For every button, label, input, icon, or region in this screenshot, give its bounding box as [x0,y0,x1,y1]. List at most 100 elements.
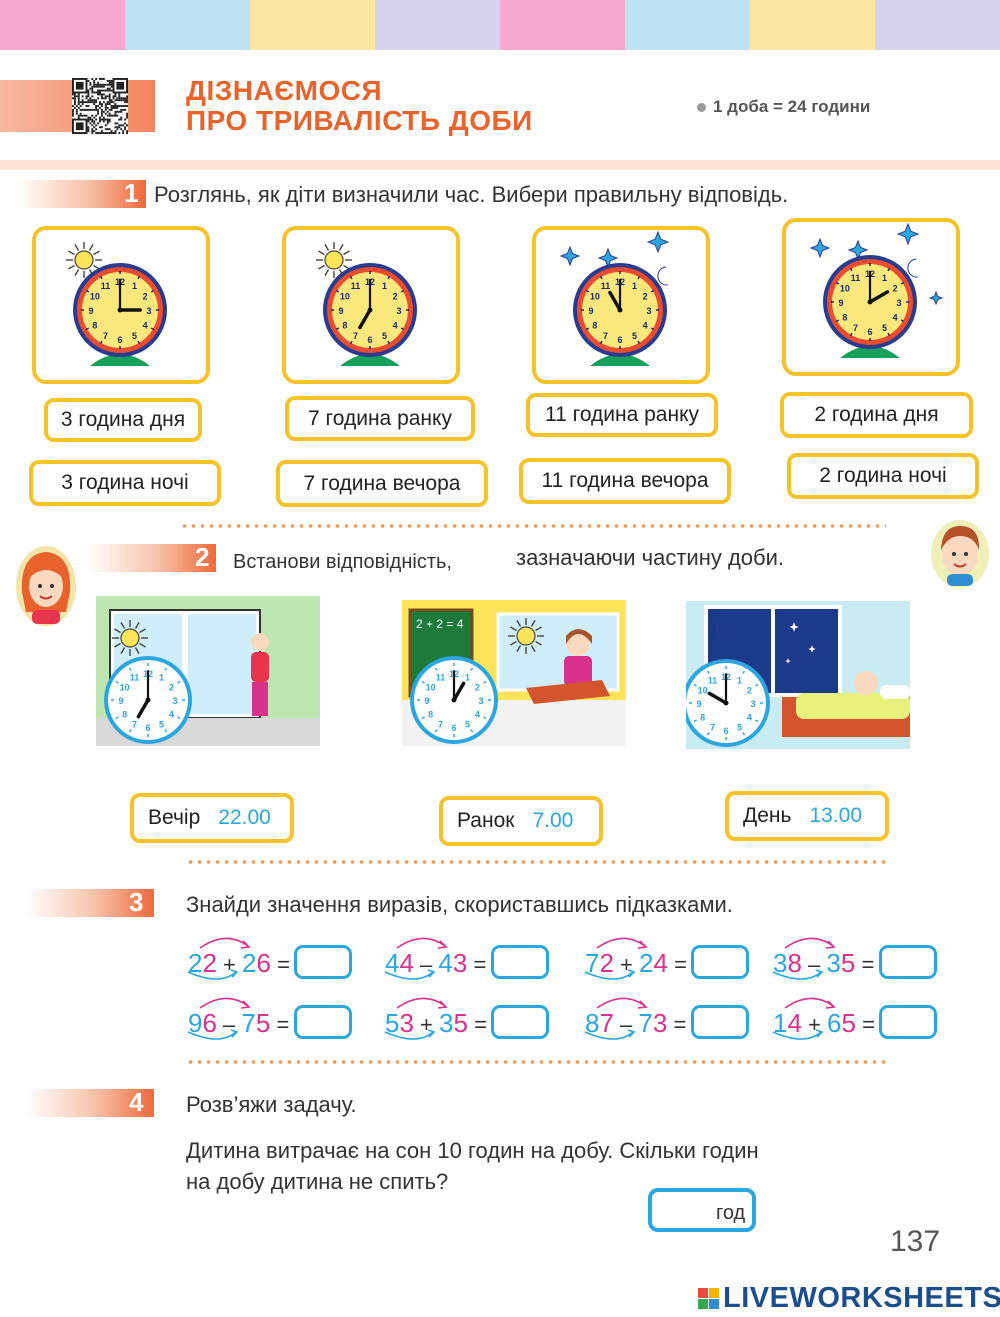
hint-arrows-icon [187,937,251,980]
expression-text: 53 + 35 = [385,1008,487,1039]
expression-part: 4 [438,948,453,978]
stripe [375,0,500,50]
svg-text:3: 3 [750,699,755,709]
svg-text:9: 9 [696,699,701,709]
svg-text:9: 9 [424,696,429,706]
expression-part: = [467,952,487,977]
svg-text:7: 7 [853,323,858,333]
task1-number: 1 [124,178,139,208]
expression-part: = [667,952,687,977]
svg-text:11: 11 [436,673,446,683]
svg-text:10: 10 [120,683,130,693]
svg-text:4: 4 [643,321,648,331]
time-option-button[interactable]: 2 година ночі [787,453,979,499]
expression-answer-input[interactable] [879,945,937,979]
expression-answer-input[interactable] [491,945,549,979]
svg-text:2: 2 [143,292,148,302]
task2-band [88,544,216,572]
girl-avatar-icon [16,546,76,626]
expression-answer-input[interactable] [491,1005,549,1039]
expression-answer-input[interactable] [294,945,352,979]
clock-card: 123456789101112 [32,226,210,384]
svg-text:11: 11 [708,676,718,686]
expression-part: 7 [599,1008,614,1038]
task4-problem-line2: на добу дитина не спить? [186,1169,449,1194]
expression-text: 14 + 65 = [773,1008,875,1039]
expression-part: 3 [826,948,841,978]
expression-part: = [667,1012,687,1037]
time-option-button[interactable]: 11 година ранку [526,393,718,437]
task1-instruction: Розглянь, як діти визначили час. Вибери … [154,182,789,207]
expression-part: 6 [256,948,271,978]
svg-text:6: 6 [367,335,372,345]
scene-school-lesson: 2 + 2 = 4123456789101112 [402,600,626,746]
brand-text: LIVEWORKSHEETS [723,1282,1000,1314]
svg-text:11: 11 [130,673,140,683]
hint-arrows-icon [187,997,251,1040]
svg-text:10: 10 [590,292,600,302]
time-option-button[interactable]: 7 година ранку [285,396,475,441]
svg-text:7: 7 [132,719,137,729]
task4-problem-line1: Дитина витрачає на сон 10 годин на добу.… [186,1138,759,1163]
expression-text: 44 – 43 = [385,948,486,979]
expression-text: 38 – 35 = [773,948,874,979]
expression-part: 2 [599,948,614,978]
page-number: 137 [890,1225,941,1258]
analog-clock-icon: 123456789101112 [573,263,667,366]
time-option-label: 2 година дня [814,403,939,426]
svg-text:6: 6 [117,335,122,345]
stripe [0,0,125,50]
time-option-button[interactable]: 3 година ночі [29,460,221,506]
svg-text:7: 7 [103,331,108,341]
svg-text:5: 5 [737,722,742,732]
expression-part: = [270,952,290,977]
math-expression: 14 + 65 = [771,988,946,1044]
svg-text:4: 4 [169,710,174,720]
clock-illustration: 123456789101112 [559,230,670,366]
svg-text:2: 2 [893,284,898,294]
task2-instruction-part2: зазначаючи частину доби. [516,545,785,570]
svg-text:1: 1 [632,281,637,291]
svg-text:11: 11 [351,281,361,291]
clock-card: 123456789101112 [782,218,960,376]
liveworksheets-brand[interactable]: LIVEWORKSHEETS [698,1282,1000,1315]
time-option-button[interactable]: 3 година дня [44,398,202,442]
expression-part: 9 [188,1008,203,1038]
time-option-label: 3 година дня [60,408,186,431]
task2-number: 2 [195,542,210,572]
time-option-button[interactable]: 11 година вечора [519,458,731,504]
part-of-day-label: День [743,804,792,827]
expression-part: 4 [787,1008,802,1038]
svg-text:3: 3 [146,306,151,316]
time-option-button[interactable]: 7 година вечора [276,460,488,507]
math-expression: 22 + 26 = [186,928,361,984]
svg-text:5: 5 [465,719,470,729]
analog-clock-icon: 123456789101112 [73,263,167,366]
expression-answer-input[interactable] [691,1005,749,1039]
expression-part: = [855,1012,875,1037]
clock-card: 123456789101112 [532,226,710,384]
svg-text:11: 11 [101,281,111,291]
expression-part: – [801,952,827,977]
expression-answer-input[interactable] [879,1005,937,1039]
time-option-button[interactable]: 2 година дня [780,392,973,438]
key-fact: 1 доба = 24 години [697,97,870,117]
expression-answer-input[interactable] [294,1005,352,1039]
scene-morning-exercise: 123456789101112 [96,596,320,746]
expression-answer-input[interactable] [691,945,749,979]
clock-illustration: 123456789101112 [316,242,417,366]
svg-text:8: 8 [700,713,705,723]
expression-text: 96 – 75 = [188,1008,289,1039]
svg-text:11: 11 [851,273,861,283]
expression-part: 3 [399,1008,414,1038]
time-option-label: 2 година ночі [819,464,947,487]
boy-avatar-icon [931,520,989,588]
expression-part: 1 [773,1008,788,1038]
svg-text:9: 9 [88,306,93,316]
time-option-label: 3 година ночі [61,471,189,494]
hours-answer-input[interactable]: год [648,1188,756,1232]
header-divider [0,160,1000,170]
